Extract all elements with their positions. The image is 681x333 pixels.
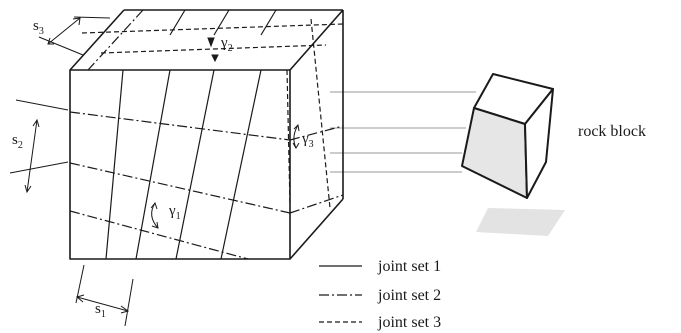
- legend-label-joint-set-2: joint set 2: [377, 287, 441, 304]
- joint-set-1-lines: [105, 9, 277, 260]
- angle-gamma3-arc: [292, 123, 300, 149]
- legend: joint set 1 joint set 2 joint set 3: [319, 258, 441, 331]
- rock-block-label: rock block: [578, 123, 646, 140]
- label-s1: s1: [95, 301, 106, 320]
- label-s3: s3: [33, 18, 44, 37]
- label-gamma2: γ2: [220, 35, 233, 54]
- projection-lines: [330, 91, 476, 173]
- angle-gamma1-arc: [150, 201, 159, 229]
- label-gamma1: γ1: [168, 203, 181, 222]
- rock-block-shadow: [476, 208, 565, 236]
- spacing-s2-dimension: [9, 99, 69, 194]
- legend-label-joint-set-3: joint set 3: [377, 314, 441, 331]
- rock-mass-cube: [69, 9, 344, 260]
- angle-gamma2-arrows: [207, 37, 219, 63]
- rock-block: [461, 73, 554, 199]
- legend-label-joint-set-1: joint set 1: [377, 258, 441, 275]
- joint-set-3-lines: [81, 18, 344, 209]
- spacing-s1-dimension: [75, 264, 134, 327]
- label-gamma3: γ3: [301, 131, 314, 150]
- label-s2: s2: [12, 132, 23, 151]
- spacing-s3-dimension: [38, 16, 111, 56]
- joint-set-2-lines: [69, 9, 344, 260]
